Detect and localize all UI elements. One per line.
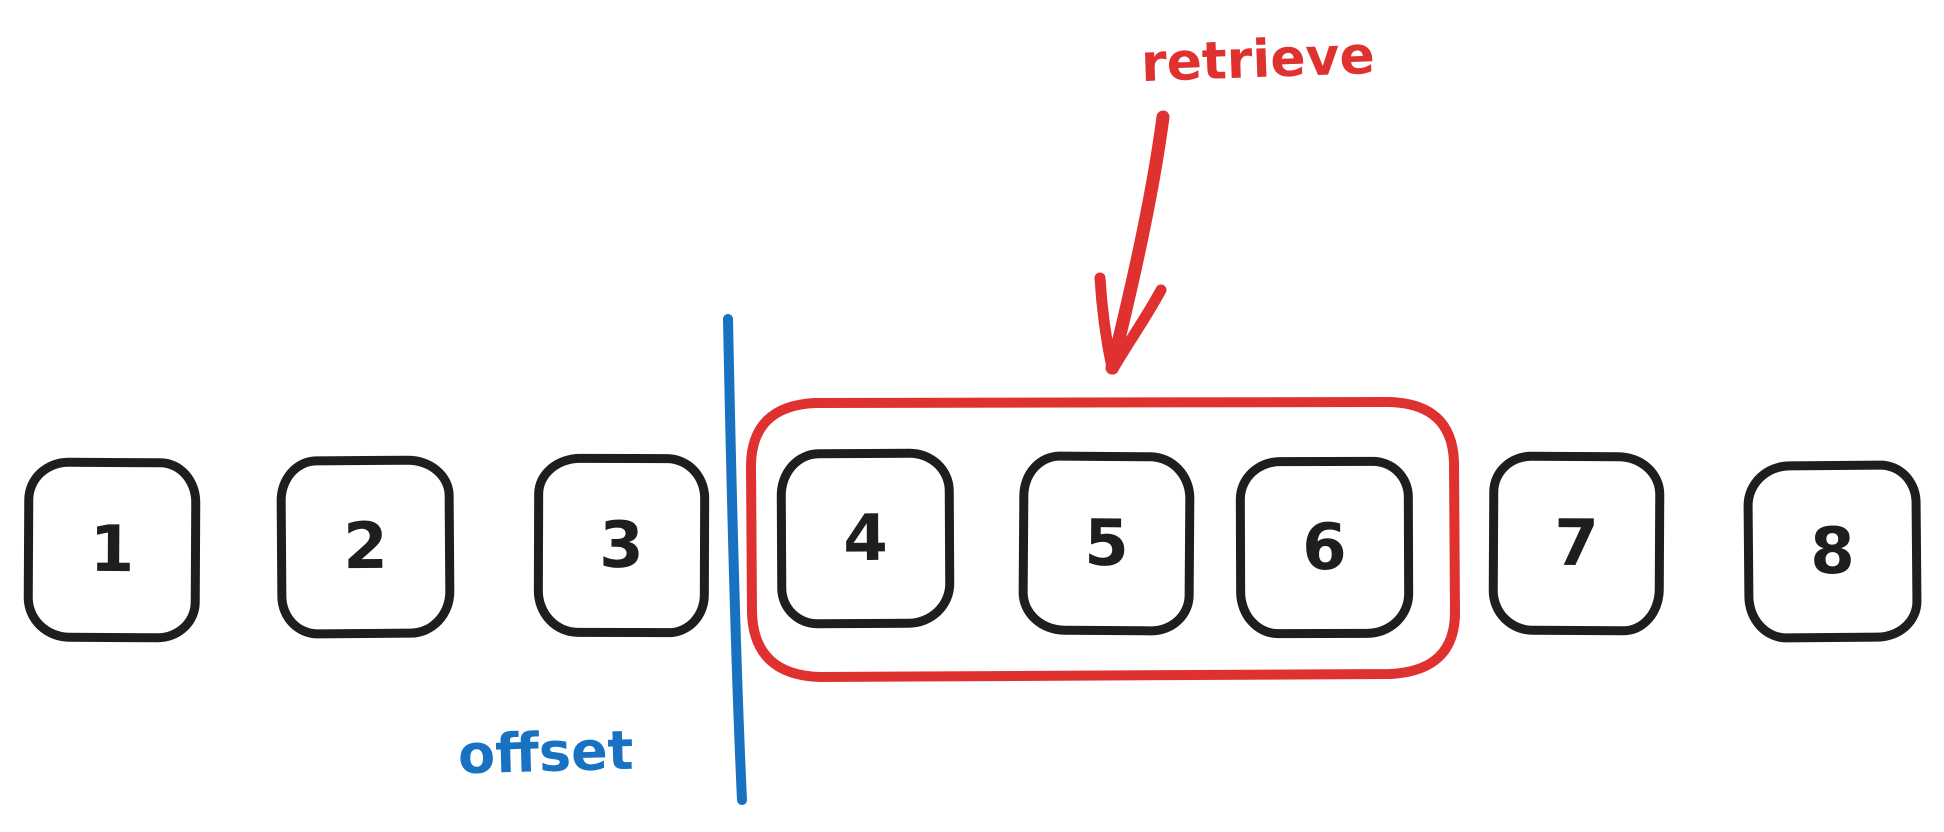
cell-number: 2 [342, 509, 389, 585]
cell-box-4: 4 [776, 448, 955, 629]
cell-box-5: 5 [1018, 451, 1195, 636]
cell-number: 6 [1302, 510, 1347, 585]
cell-number: 3 [599, 508, 644, 583]
cell-number: 1 [89, 512, 135, 588]
cell-box-6: 6 [1235, 456, 1414, 639]
cell-box-2: 2 [276, 455, 455, 639]
retrieve-arrowhead-left [1094, 272, 1118, 374]
retrieve-arrow [1094, 110, 1170, 375]
offset-label: offset [457, 718, 635, 787]
cell-number: 5 [1083, 506, 1130, 581]
cell-number: 4 [843, 501, 888, 576]
cell-box-7: 7 [1488, 451, 1665, 636]
offset-divider-line [723, 314, 747, 805]
cell-number: 7 [1554, 506, 1599, 581]
cell-number: 8 [1809, 514, 1856, 589]
cell-box-8: 8 [1743, 460, 1922, 643]
cell-box-1: 1 [23, 457, 201, 643]
cell-box-3: 3 [533, 453, 710, 638]
retrieve-arrowhead-right [1107, 284, 1167, 375]
retrieve-arrow-shaft [1105, 110, 1170, 375]
retrieve-label: retrieve [1140, 25, 1376, 95]
